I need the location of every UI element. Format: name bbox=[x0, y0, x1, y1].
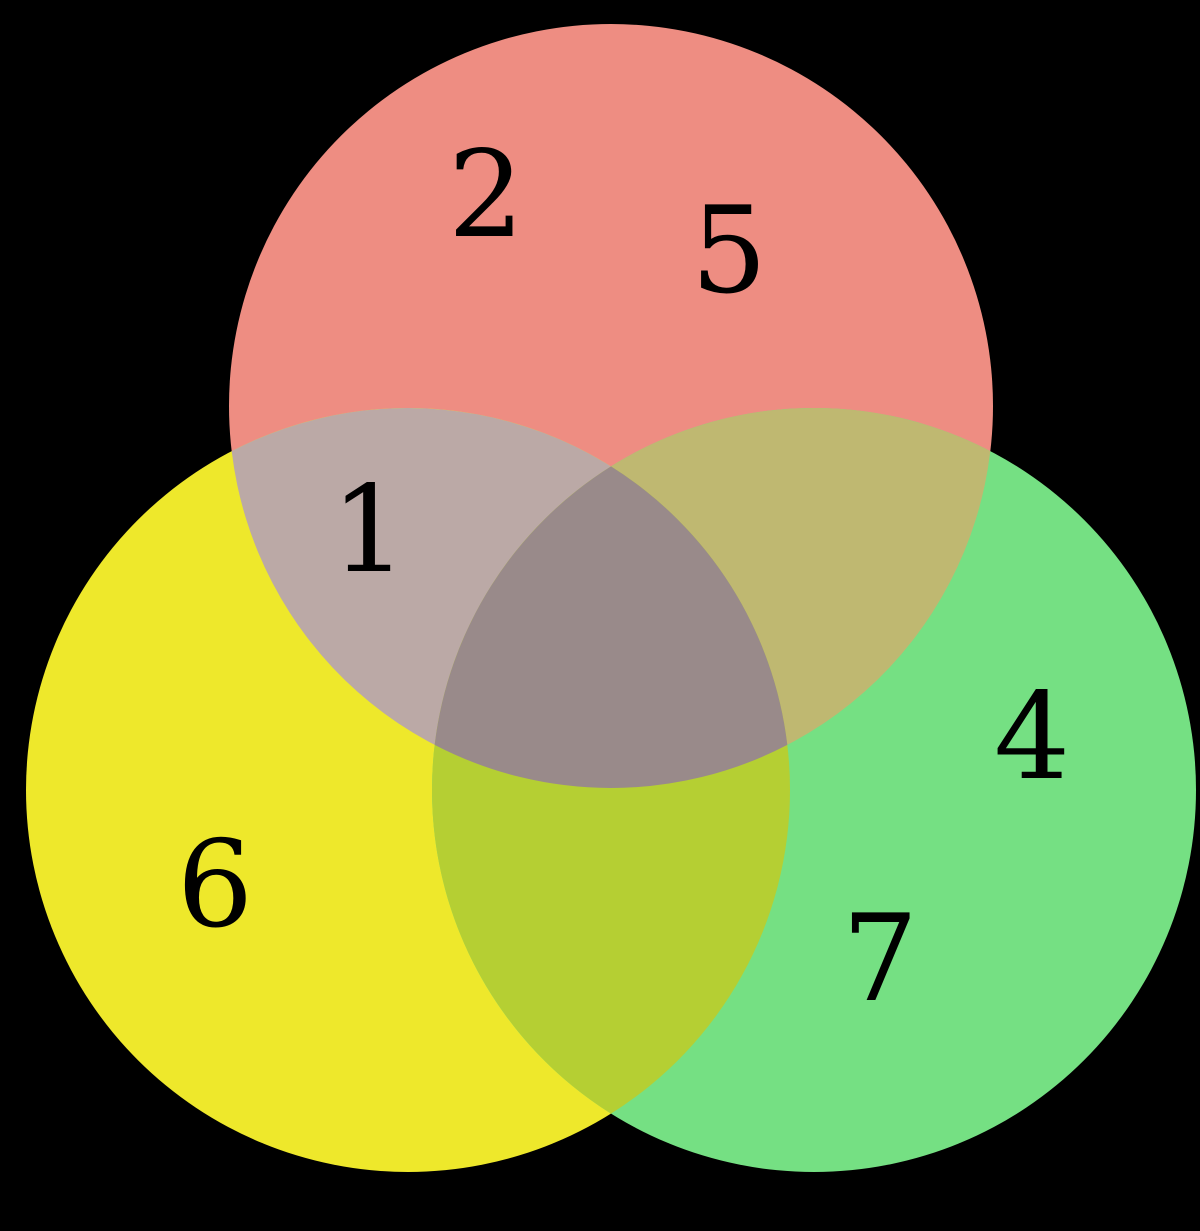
venn-label-2: 2 bbox=[447, 126, 525, 265]
venn-label-5: 5 bbox=[690, 182, 768, 321]
venn-label-4: 4 bbox=[993, 668, 1071, 807]
venn-label-1: 1 bbox=[330, 461, 408, 600]
venn-label-7: 7 bbox=[841, 890, 919, 1029]
venn-label-6: 6 bbox=[176, 816, 254, 955]
